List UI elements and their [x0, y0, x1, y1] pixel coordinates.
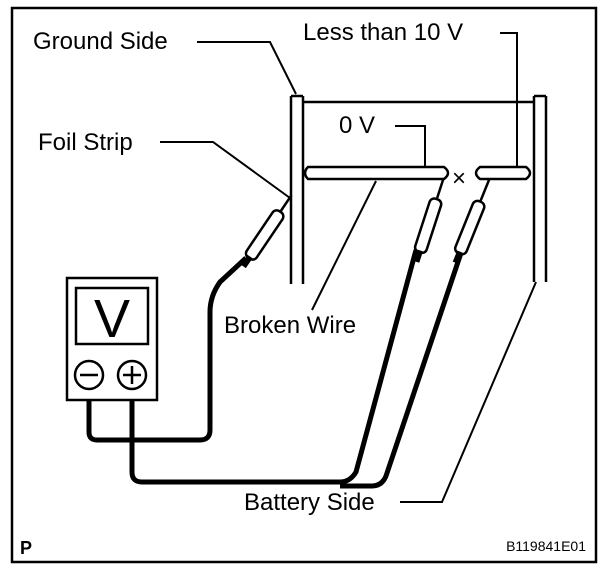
foil-strip-left — [303, 165, 450, 181]
label-zero-v: 0 V — [339, 112, 375, 139]
label-less-than-10v: Less than 10 V — [303, 19, 463, 46]
voltmeter-display: V — [94, 289, 130, 349]
label-foil-strip: Foil Strip — [38, 129, 133, 156]
negative-lead-wire — [86, 256, 248, 443]
probe-less-than-10v — [452, 178, 491, 264]
voltmeter: V — [65, 276, 159, 402]
leader-foil-strip — [160, 141, 291, 199]
label-broken-wire: Broken Wire — [224, 312, 356, 339]
label-ground-side: Ground Side — [33, 28, 168, 55]
diagram-frame — [10, 6, 598, 564]
leader-broken-wire — [311, 180, 377, 311]
corner-letter: P — [20, 538, 32, 558]
probe-ground-side — [240, 194, 293, 269]
positive-lead-wire — [129, 249, 419, 485]
label-battery-side: Battery Side — [244, 489, 375, 516]
break-mark: × — [452, 165, 466, 192]
voltmeter-screen — [74, 286, 150, 346]
leader-ground-side — [197, 41, 297, 95]
probe-zero-volt — [413, 177, 445, 263]
leader-battery-side — [400, 281, 537, 503]
ground-terminal — [289, 94, 305, 284]
third-lead-wire — [340, 249, 465, 489]
foil-strip-right — [474, 165, 532, 181]
leader-zero-v — [395, 125, 426, 166]
figure-code: B119841E01 — [506, 538, 586, 554]
battery-terminal — [532, 94, 548, 282]
leader-less-than-10v — [500, 32, 518, 166]
